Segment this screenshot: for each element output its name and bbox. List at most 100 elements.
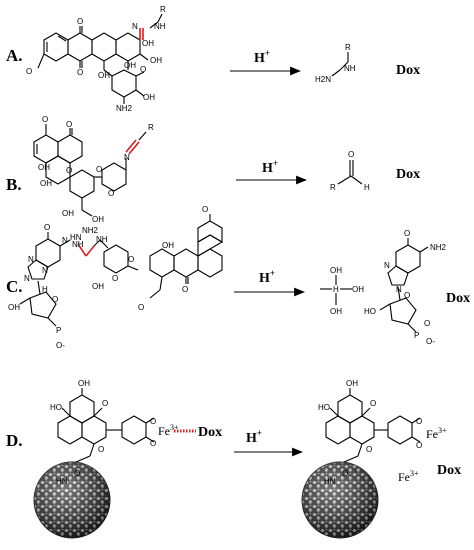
svg-text:O: O xyxy=(26,67,32,76)
reagent-a: H+ xyxy=(230,48,302,76)
svg-text:R: R xyxy=(345,43,351,52)
svg-text:HO: HO xyxy=(364,307,376,316)
svg-text:O: O xyxy=(42,115,48,124)
reactant-d-dox: Dox xyxy=(198,425,222,440)
svg-text:NH2: NH2 xyxy=(430,243,447,252)
product-a-structure xyxy=(331,52,349,77)
svg-text:O: O xyxy=(66,166,72,175)
product-c-atom-labels: OH H OH OH O NH2 N N HO O P O- O xyxy=(330,229,447,346)
svg-text:O: O xyxy=(342,469,348,478)
reactant-d-fe: Fe3+ xyxy=(158,423,179,438)
reactant-a-structure xyxy=(37,13,163,104)
product-d-atom-labels: OH HO O O O O HN O xyxy=(318,379,422,486)
svg-text:O: O xyxy=(424,319,430,328)
reagent-a-label: H+ xyxy=(254,48,270,66)
svg-text:H: H xyxy=(364,183,370,192)
svg-text:HO: HO xyxy=(50,403,62,412)
product-d-dox: Dox xyxy=(437,463,461,478)
row-b: B. R N O O OH O xyxy=(6,115,420,224)
svg-text:O: O xyxy=(416,417,422,426)
svg-text:O: O xyxy=(77,68,83,77)
svg-text:HN: HN xyxy=(70,233,82,242)
svg-text:N: N xyxy=(42,266,48,275)
reactant-b-atom-labels: R N O O OH O OH O OH OH O xyxy=(38,115,154,224)
svg-text:HN: HN xyxy=(56,477,68,486)
svg-text:OH: OH xyxy=(143,93,155,102)
svg-text:O: O xyxy=(366,445,372,454)
product-c-methanetriol xyxy=(320,275,352,305)
row-label-b: B. xyxy=(6,175,22,194)
product-b-structure xyxy=(337,160,363,185)
svg-text:N: N xyxy=(24,274,30,283)
svg-text:O: O xyxy=(128,255,134,264)
svg-text:O: O xyxy=(44,223,50,232)
reagent-c: H+ xyxy=(234,268,306,297)
svg-text:OH: OH xyxy=(78,379,90,388)
svg-text:R: R xyxy=(148,123,154,132)
svg-text:O: O xyxy=(182,285,188,294)
svg-text:OH: OH xyxy=(352,285,364,294)
svg-text:O-: O- xyxy=(56,341,65,350)
product-c-dox: Dox xyxy=(446,291,470,306)
reactant-b-structure xyxy=(33,124,147,217)
svg-text:N: N xyxy=(28,255,34,264)
svg-text:OH: OH xyxy=(330,266,342,275)
svg-text:NH: NH xyxy=(96,235,108,244)
svg-text:O: O xyxy=(202,205,208,214)
reagent-b-label: H+ xyxy=(262,158,278,176)
svg-text:N: N xyxy=(396,285,402,294)
reagent-c-label: H+ xyxy=(259,268,275,286)
svg-text:O: O xyxy=(74,469,80,478)
svg-text:R: R xyxy=(160,5,166,14)
row-label-c: C. xyxy=(6,277,23,296)
svg-text:H: H xyxy=(333,285,339,294)
svg-text:OH: OH xyxy=(330,307,342,316)
svg-text:H2N: H2N xyxy=(315,75,331,84)
svg-text:N: N xyxy=(132,22,138,31)
svg-text:O: O xyxy=(108,189,114,198)
svg-text:O: O xyxy=(404,291,410,300)
product-b-dox: Dox xyxy=(396,167,420,182)
svg-text:N: N xyxy=(384,261,390,270)
svg-text:O: O xyxy=(140,65,146,74)
reactant-c-atom-labels: O N NH2 N NH N HN NH N H O OH O O OH OH … xyxy=(8,205,208,350)
svg-text:O: O xyxy=(150,417,156,426)
reactant-d-atom-labels: OH HO O O O O HN O xyxy=(50,379,156,486)
reagent-d: H+ xyxy=(234,428,304,457)
nanoparticle-product-shade xyxy=(302,462,378,538)
svg-text:NH: NH xyxy=(344,64,356,73)
product-d-structure xyxy=(325,388,421,482)
svg-text:OH: OH xyxy=(124,61,136,70)
product-d-fe: Fe3+ xyxy=(426,426,447,441)
svg-text:O: O xyxy=(138,303,144,312)
product-c-guanosine xyxy=(379,238,429,333)
svg-text:NH: NH xyxy=(72,240,84,249)
svg-text:N: N xyxy=(124,153,130,162)
svg-text:HO: HO xyxy=(318,403,330,412)
svg-text:O: O xyxy=(416,441,422,450)
svg-text:O-: O- xyxy=(426,337,435,346)
svg-text:OH: OH xyxy=(150,56,162,65)
reagent-d-label: H+ xyxy=(246,428,262,446)
svg-text:OH: OH xyxy=(40,179,52,188)
product-a-dox: Dox xyxy=(396,63,420,78)
product-a-atom-labels: R NH H2N xyxy=(315,43,356,84)
svg-text:R: R xyxy=(330,183,336,192)
svg-text:NH2: NH2 xyxy=(82,226,99,235)
row-a: A. xyxy=(6,5,420,113)
svg-text:O: O xyxy=(370,399,376,408)
row-c: C. xyxy=(6,205,470,350)
svg-text:OH: OH xyxy=(62,209,74,218)
svg-text:OH: OH xyxy=(38,163,50,172)
svg-text:OH: OH xyxy=(142,39,154,48)
row-label-d: D. xyxy=(6,431,23,450)
svg-text:O: O xyxy=(150,439,156,448)
svg-text:O: O xyxy=(66,120,72,129)
svg-text:P: P xyxy=(414,331,419,340)
svg-text:OH: OH xyxy=(8,303,20,312)
row-label-a: A. xyxy=(6,46,23,65)
svg-text:N: N xyxy=(62,236,68,245)
svg-text:O: O xyxy=(96,165,102,174)
reactant-a-atom-labels: R NH N OH OH O O OH O OH O NH2 OH xyxy=(26,5,166,113)
